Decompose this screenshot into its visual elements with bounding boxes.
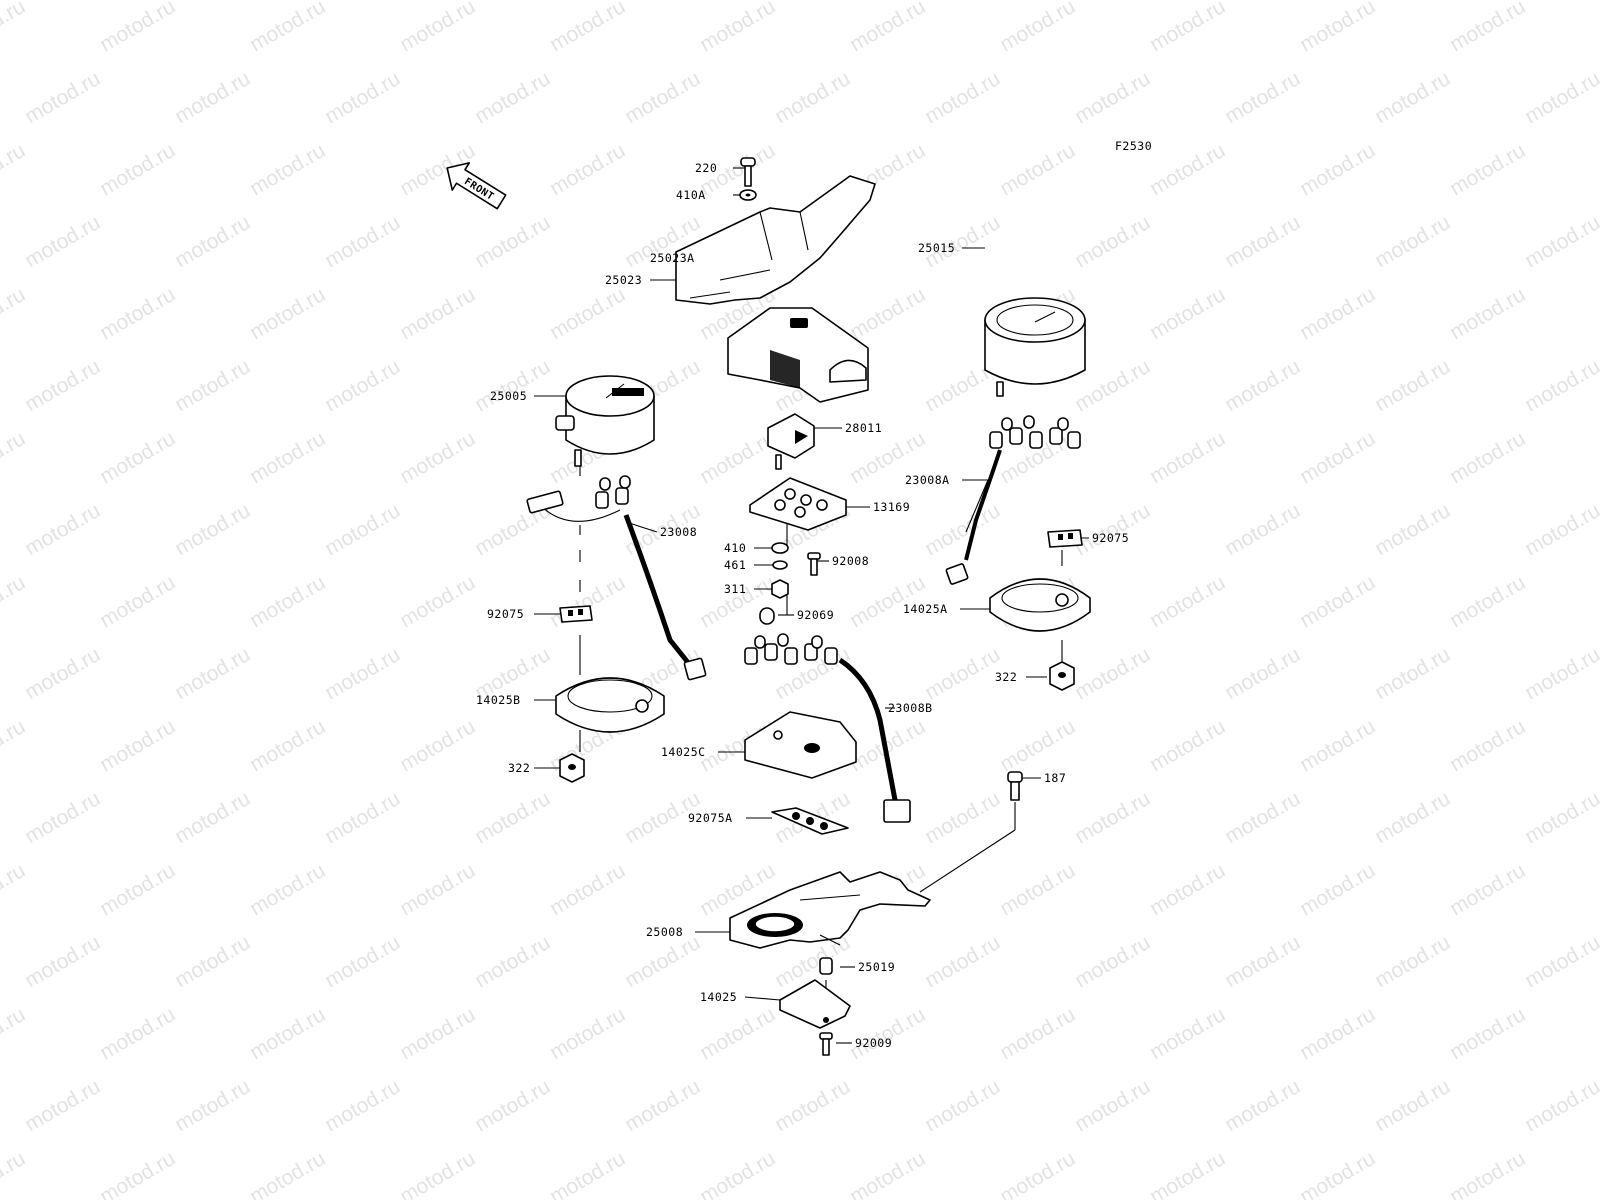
label-25019: 25019 — [858, 960, 895, 974]
label-28011: 28011 — [845, 421, 882, 435]
label-461: 461 — [724, 558, 746, 572]
part-461-washer-icon — [772, 560, 788, 570]
part-25005-speedometer-icon — [555, 375, 655, 467]
part-25008-bracket-icon — [729, 871, 931, 949]
label-322-right: 322 — [995, 670, 1017, 684]
label-187: 187 — [1044, 771, 1066, 785]
part-92075a-cushion-icon — [771, 807, 849, 835]
label-14025b: 14025B — [476, 693, 521, 707]
part-92075-grommet-left-icon — [559, 605, 593, 623]
label-410: 410 — [724, 541, 746, 555]
label-25005: 25005 — [490, 389, 527, 403]
part-25019-spacer-icon — [819, 957, 833, 975]
part-25023a-housing-icon — [727, 307, 869, 403]
part-14025c-bracket-icon — [744, 711, 857, 779]
label-25023a: 25023A — [650, 251, 695, 265]
label-13169: 13169 — [873, 500, 910, 514]
figure-code: F2530 — [1115, 139, 1152, 153]
label-23008b: 23008B — [888, 701, 933, 715]
part-13169-socket-plate-icon — [749, 477, 847, 531]
label-410a: 410A — [676, 188, 706, 202]
front-arrow-icon: FRONT — [446, 162, 507, 210]
part-92069-bulb-icon — [759, 607, 775, 625]
part-410a-washer-icon — [739, 189, 757, 201]
label-92008: 92008 — [832, 554, 869, 568]
part-92008-screw-icon — [807, 552, 821, 576]
part-410-washer-icon — [771, 542, 789, 554]
part-25015-tachometer-icon — [984, 297, 1086, 397]
part-322-nut-left-icon — [559, 753, 585, 783]
part-23008-harness-icon — [526, 475, 707, 681]
label-14025c: 14025C — [661, 745, 706, 759]
label-311: 311 — [724, 582, 746, 596]
label-92075a: 92075A — [688, 811, 733, 825]
part-labels: 220 410A 25023 25023A 25015 25005 28011 … — [476, 161, 1129, 1050]
label-92069: 92069 — [797, 608, 834, 622]
part-23008b-harness-icon — [744, 633, 911, 823]
part-322-nut-right-icon — [1049, 661, 1075, 691]
label-92075-left: 92075 — [487, 607, 524, 621]
label-322-left: 322 — [508, 761, 530, 775]
part-220-bolt-icon — [740, 157, 756, 187]
part-25023-cover-icon — [675, 175, 876, 305]
part-14025b-bracket-icon — [555, 677, 665, 733]
label-25015: 25015 — [918, 241, 955, 255]
label-92075-right: 92075 — [1092, 531, 1129, 545]
part-14025a-bracket-icon — [989, 578, 1091, 632]
label-14025: 14025 — [700, 990, 737, 1004]
label-220: 220 — [695, 161, 717, 175]
label-92009: 92009 — [855, 1036, 892, 1050]
label-23008: 23008 — [660, 525, 697, 539]
label-14025a: 14025A — [903, 602, 948, 616]
part-92075-grommet-right-icon — [1047, 529, 1083, 548]
part-28011-indicator-icon — [767, 413, 815, 470]
label-25023: 25023 — [605, 273, 642, 287]
part-92009-screw-icon — [819, 1032, 833, 1056]
label-23008a: 23008A — [905, 473, 950, 487]
part-187-bolt-icon — [1007, 771, 1023, 801]
part-23008a-harness-icon — [945, 415, 1081, 585]
part-311-nut-icon — [771, 579, 789, 599]
label-25008: 25008 — [646, 925, 683, 939]
part-14025-plate-icon — [779, 979, 851, 1029]
